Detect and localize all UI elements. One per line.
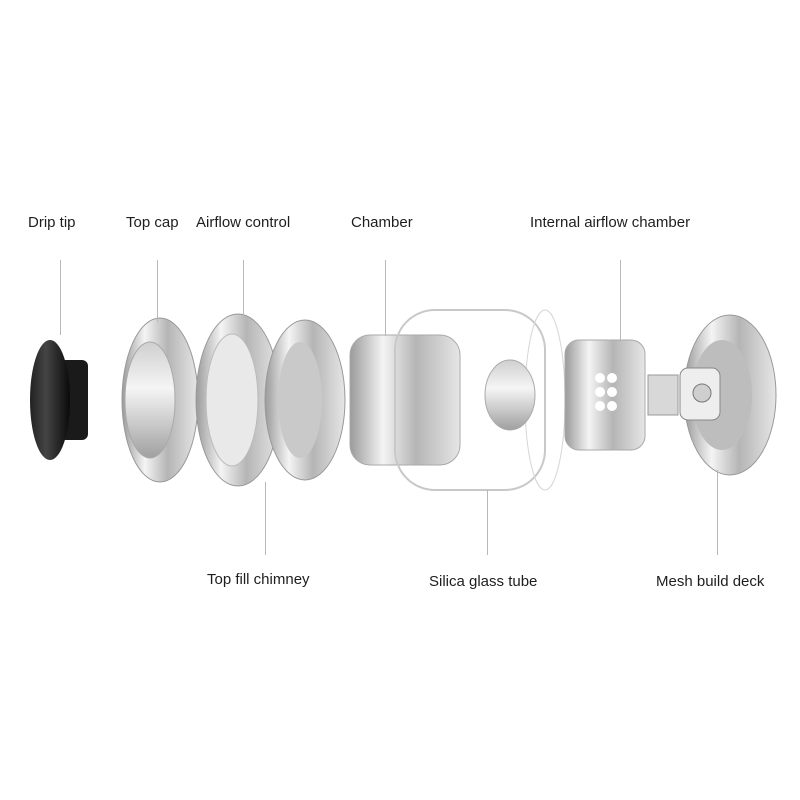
silica-glass-tube-part bbox=[394, 309, 566, 491]
leader-line-build-deck bbox=[717, 470, 718, 555]
drip-tip-part bbox=[30, 340, 88, 460]
label-airflow-control: Airflow control bbox=[196, 214, 291, 231]
top-fill-chimney-part bbox=[264, 319, 346, 481]
label-silica-glass-tube: Silica glass tube bbox=[429, 573, 538, 590]
label-drip-tip: Drip tip bbox=[28, 214, 76, 231]
internal-airflow-chamber-part bbox=[564, 339, 646, 451]
leader-line-top-fill bbox=[265, 482, 266, 555]
leader-line-drip-tip bbox=[60, 260, 61, 335]
label-top-fill-chimney: Top fill chimney bbox=[207, 571, 310, 588]
label-mesh-build-deck: Mesh build deck bbox=[656, 573, 765, 590]
top-cap-part bbox=[121, 317, 199, 483]
leader-line-internal-airflow bbox=[620, 260, 621, 342]
airflow-control-part bbox=[195, 313, 281, 487]
mesh-build-deck-part bbox=[647, 314, 777, 476]
label-internal-airflow-chamber: Internal airflow chamber bbox=[530, 214, 691, 231]
leader-line-airflow-control bbox=[243, 260, 244, 316]
leader-line-top-cap bbox=[157, 260, 158, 322]
label-chamber: Chamber bbox=[351, 214, 413, 231]
chamber-part bbox=[349, 334, 461, 466]
leader-line-chamber bbox=[385, 260, 386, 336]
label-top-cap: Top cap bbox=[126, 214, 179, 231]
leader-line-glass-tube bbox=[487, 490, 488, 555]
